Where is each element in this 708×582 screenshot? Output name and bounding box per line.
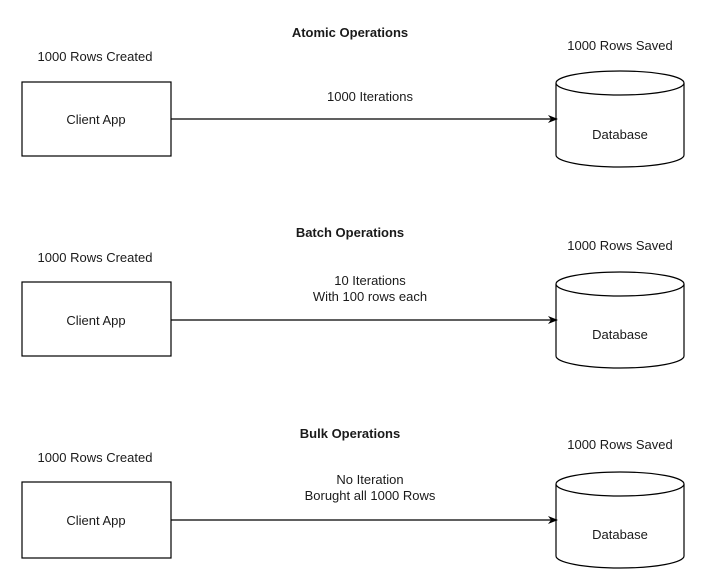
database-cylinder: Database: [555, 471, 685, 569]
rows-saved-label: 1000 Rows Saved: [567, 437, 673, 452]
client-app-box: Client App: [21, 281, 172, 357]
rows-saved-label: 1000 Rows Saved: [567, 238, 673, 253]
database-label: Database: [592, 327, 648, 342]
section-bulk: Bulk Operations 1000 Rows Created 1000 R…: [21, 426, 685, 569]
iteration-label-line-1: 10 Iterations: [334, 273, 406, 288]
database-label: Database: [592, 127, 648, 142]
rows-saved-label: 1000 Rows Saved: [567, 38, 673, 53]
rows-created-label: 1000 Rows Created: [38, 250, 153, 265]
client-app-label: Client App: [66, 112, 125, 127]
database-cylinder: Database: [555, 271, 685, 369]
iteration-label-line-2: Borught all 1000 Rows: [305, 488, 436, 503]
iteration-label-line-1: No Iteration: [336, 472, 403, 487]
rows-created-label: 1000 Rows Created: [38, 450, 153, 465]
iteration-label: 1000 Iterations: [327, 89, 414, 104]
iteration-label-line-2: With 100 rows each: [313, 289, 427, 304]
client-app-box: Client App: [21, 81, 172, 157]
database-cylinder: Database: [555, 70, 685, 168]
section-title: Bulk Operations: [300, 426, 400, 441]
section-title: Batch Operations: [296, 225, 404, 240]
database-label: Database: [592, 527, 648, 542]
rows-created-label: 1000 Rows Created: [38, 49, 153, 64]
section-title: Atomic Operations: [292, 25, 408, 40]
client-app-label: Client App: [66, 313, 125, 328]
client-app-box: Client App: [21, 481, 172, 559]
section-batch: Batch Operations 1000 Rows Created 1000 …: [21, 225, 685, 369]
client-app-label: Client App: [66, 513, 125, 528]
section-atomic: Atomic Operations 1000 Rows Created 1000…: [21, 25, 685, 168]
